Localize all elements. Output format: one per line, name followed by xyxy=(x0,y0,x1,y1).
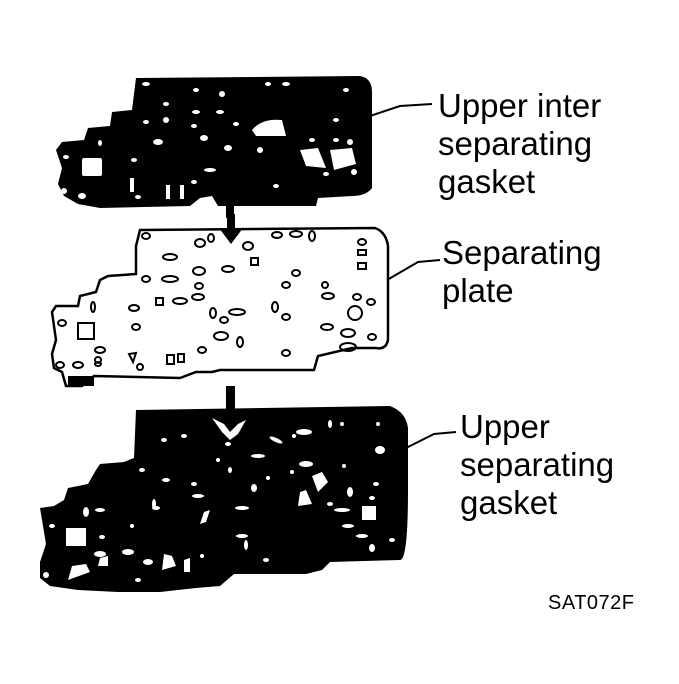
label-line: plate xyxy=(442,272,514,309)
separating-plate xyxy=(50,226,390,388)
label-line: gasket xyxy=(438,163,536,200)
label-line: separating xyxy=(438,125,593,162)
label-upper-separating-gasket: Upper separating gasket xyxy=(460,408,614,522)
leader-lines xyxy=(369,103,457,449)
arrow-down-icon xyxy=(219,214,243,244)
figure-code: SAT072F xyxy=(548,592,635,614)
upper-separating-gasket xyxy=(40,406,408,592)
upper-inter-separating-gasket xyxy=(56,76,372,218)
label-upper-inter-separating-gasket: Upper inter separating gasket xyxy=(438,87,601,201)
arrow-down-icon xyxy=(226,386,235,410)
label-line: gasket xyxy=(460,484,558,521)
label-separating-plate: Separating plate xyxy=(442,234,602,310)
label-line: Upper inter xyxy=(438,87,602,124)
label-line: Upper xyxy=(460,408,550,445)
label-line: Separating xyxy=(442,234,602,271)
label-line: separating xyxy=(460,446,615,483)
